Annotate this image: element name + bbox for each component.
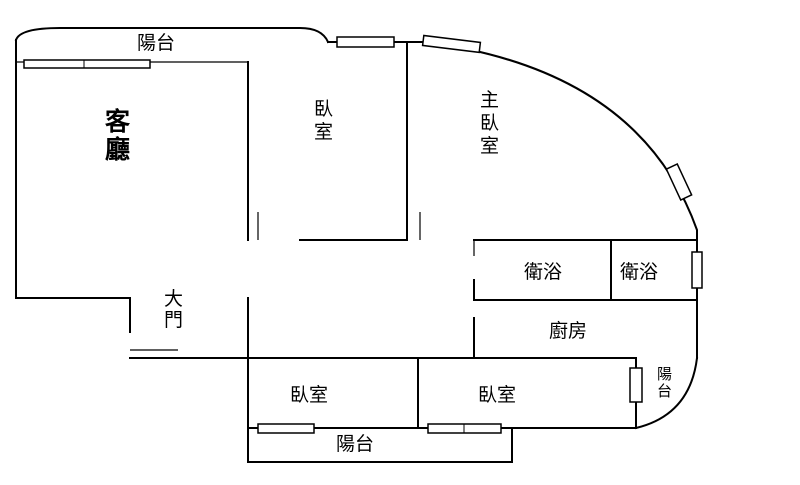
label-balcony-top: 陽台: [137, 32, 175, 54]
label-master-bedroom-1: 主: [480, 89, 499, 111]
label-bathroom-2: 衛浴: [620, 261, 658, 283]
label-balcony-bottom: 陽台: [336, 433, 374, 455]
outer-walls: [14, 27, 699, 463]
label-entrance-2: 門: [164, 309, 183, 331]
label-master-bedroom-3: 室: [480, 135, 499, 157]
label-master-bedroom-2: 臥: [480, 112, 499, 134]
label-bedroom-bottom-right: 臥室: [478, 384, 516, 406]
label-bedroom-top-1: 臥: [314, 98, 333, 120]
label-balcony-right-2: 台: [657, 382, 672, 400]
room-labels: 陽台 客 廳 臥 室 主 臥 室 衛浴 衛浴 大 門 廚房 陽 台 臥室 臥室 …: [105, 32, 672, 455]
label-living-room-1: 客: [105, 107, 130, 136]
label-kitchen: 廚房: [549, 319, 587, 342]
label-bedroom-bottom-left: 臥室: [290, 384, 328, 406]
label-living-room-2: 廳: [105, 135, 130, 164]
label-balcony-right-1: 陽: [657, 365, 672, 383]
label-entrance-1: 大: [164, 288, 183, 310]
windows: [23, 34, 703, 434]
label-bathroom-1: 衛浴: [524, 261, 562, 283]
label-bedroom-top-2: 室: [314, 121, 333, 143]
